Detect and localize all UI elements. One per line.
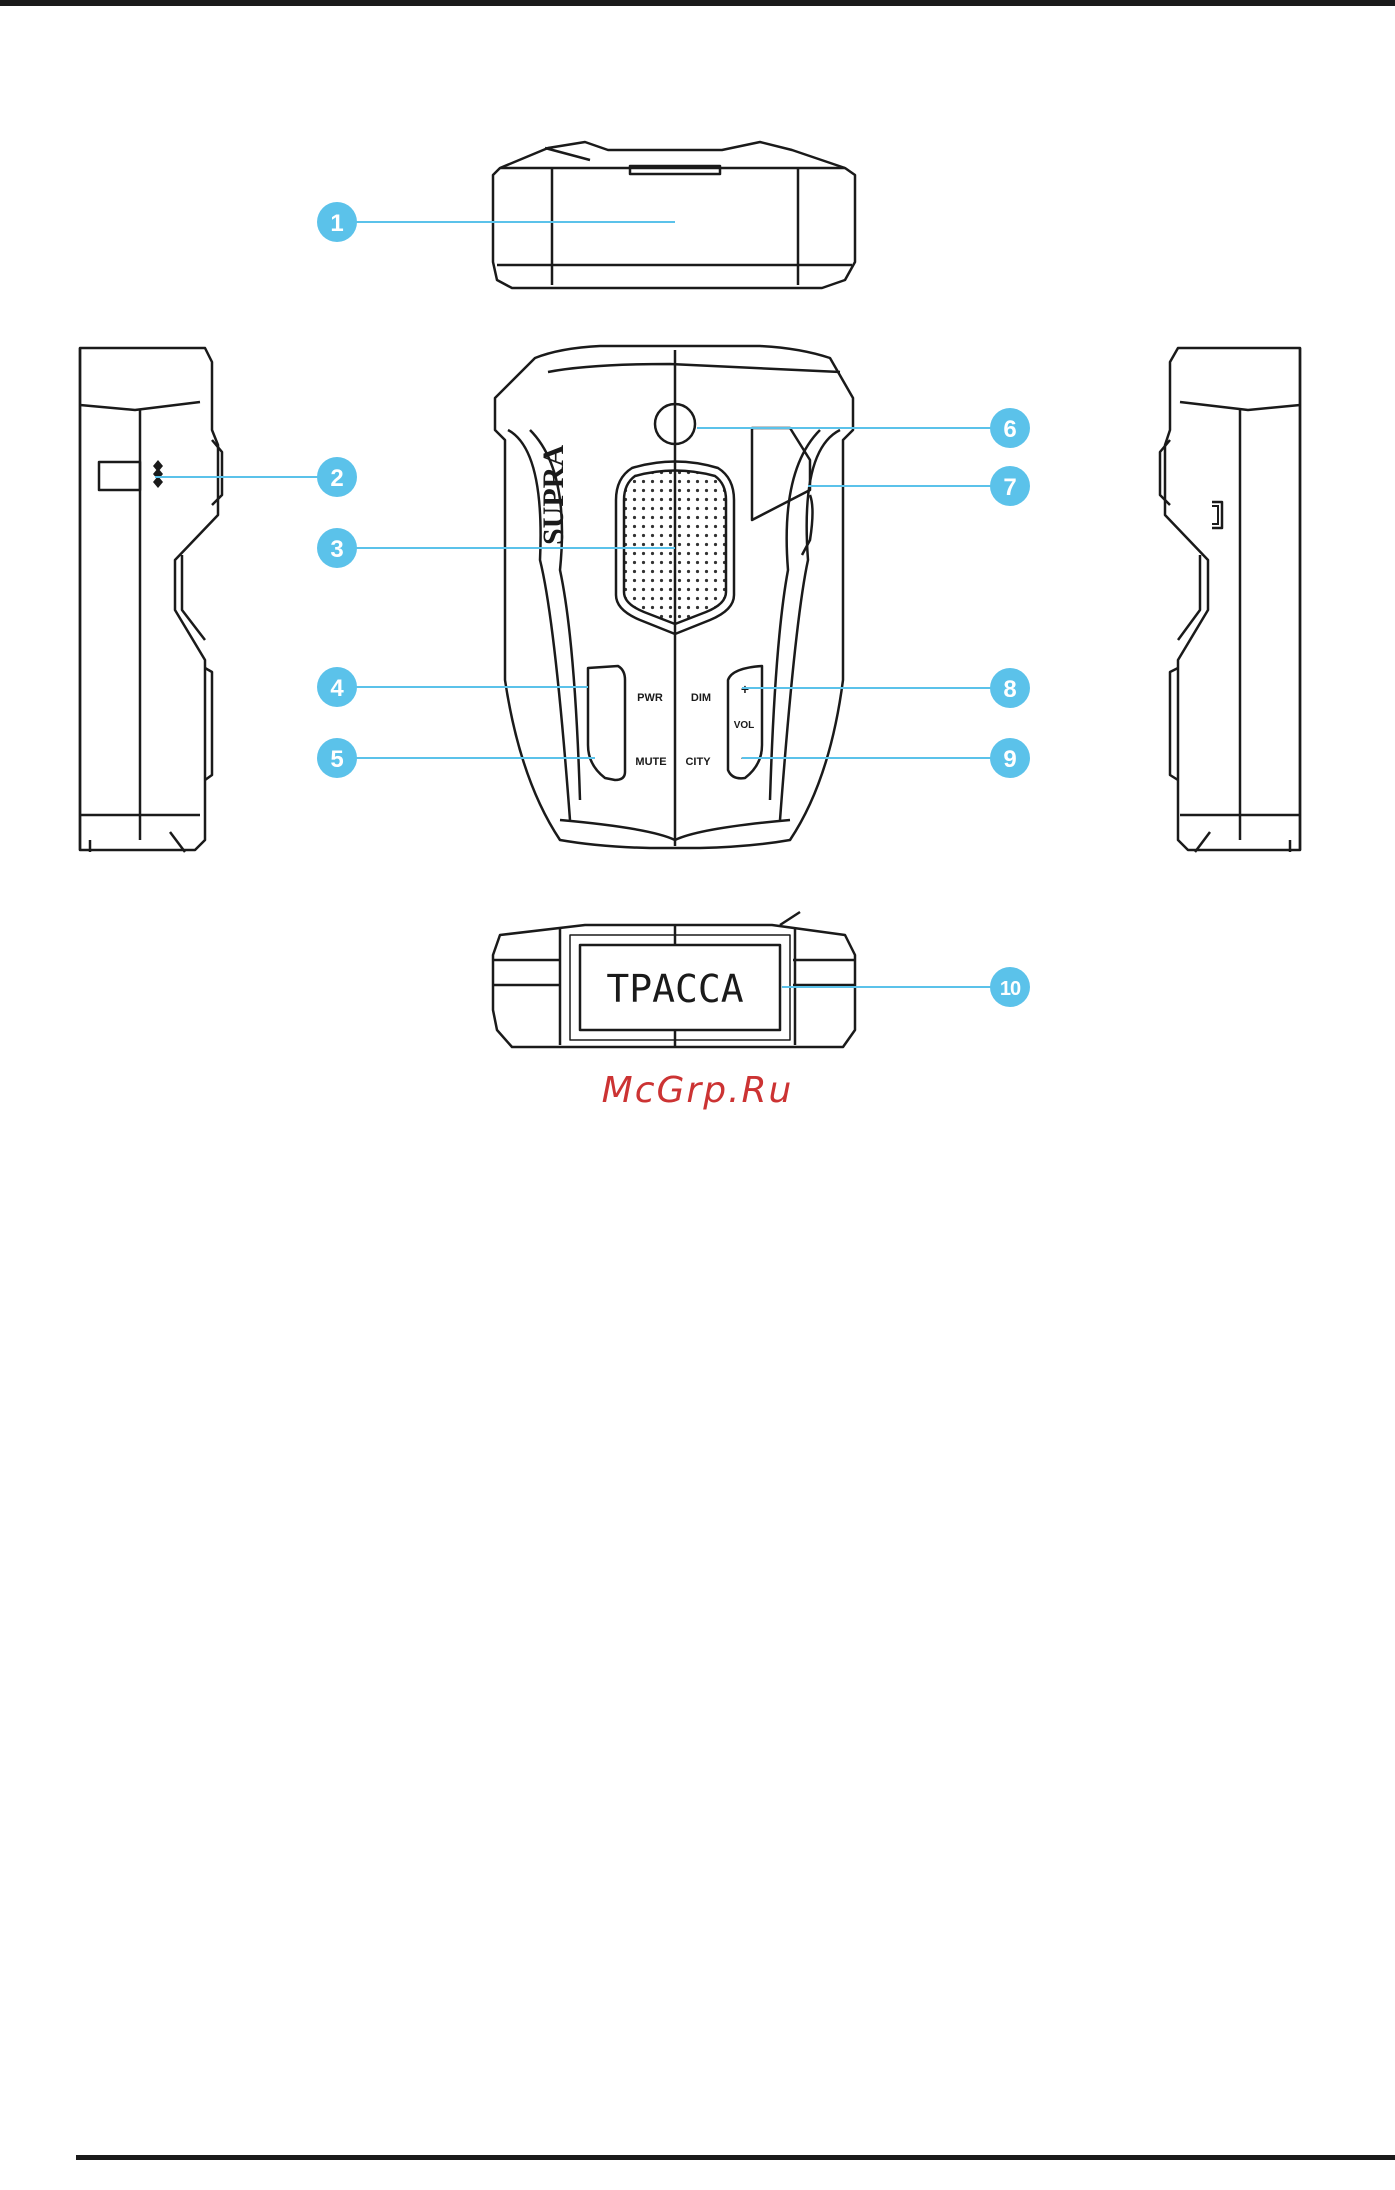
callout-7: 7: [990, 466, 1030, 506]
callout-1: 1: [317, 202, 357, 242]
vol-label: VOL: [734, 720, 755, 731]
front-view: [495, 346, 853, 848]
right-side-view: [1160, 348, 1300, 852]
svg-text:8: 8: [1003, 676, 1016, 703]
city-label: CITY: [685, 756, 711, 768]
callout-3: 3: [317, 528, 357, 568]
svg-text:5: 5: [330, 746, 343, 773]
brand-logo: SUPRA: [537, 445, 570, 545]
svg-text:7: 7: [1003, 474, 1016, 501]
mute-label: MUTE: [635, 756, 666, 768]
top-view: [493, 142, 855, 288]
side-led-icon: [153, 460, 163, 488]
callout-6: 6: [990, 408, 1030, 448]
pwr-label: PWR: [637, 692, 663, 704]
callout-2: 2: [317, 457, 357, 497]
display-text: ТРАССА: [606, 967, 743, 1011]
svg-text:1: 1: [330, 210, 343, 237]
svg-text:10: 10: [1000, 978, 1021, 1000]
callout-10: 10: [990, 967, 1030, 1007]
svg-text:6: 6: [1003, 416, 1016, 443]
bottom-rule: [76, 2155, 1395, 2160]
callout-4: 4: [317, 667, 357, 707]
callout-lines: [155, 222, 1010, 987]
callout-8: 8: [990, 668, 1030, 708]
svg-text:3: 3: [330, 536, 343, 563]
callout-9: 9: [990, 738, 1030, 778]
svg-text:2: 2: [330, 465, 343, 492]
dim-label: DIM: [691, 692, 711, 704]
svg-text:9: 9: [1003, 746, 1016, 773]
usb-port-icon: [1212, 506, 1218, 524]
left-side-view: [80, 348, 222, 852]
svg-text:4: 4: [330, 675, 344, 702]
callout-5: 5: [317, 738, 357, 778]
watermark: McGrp.Ru: [0, 1070, 1395, 1111]
